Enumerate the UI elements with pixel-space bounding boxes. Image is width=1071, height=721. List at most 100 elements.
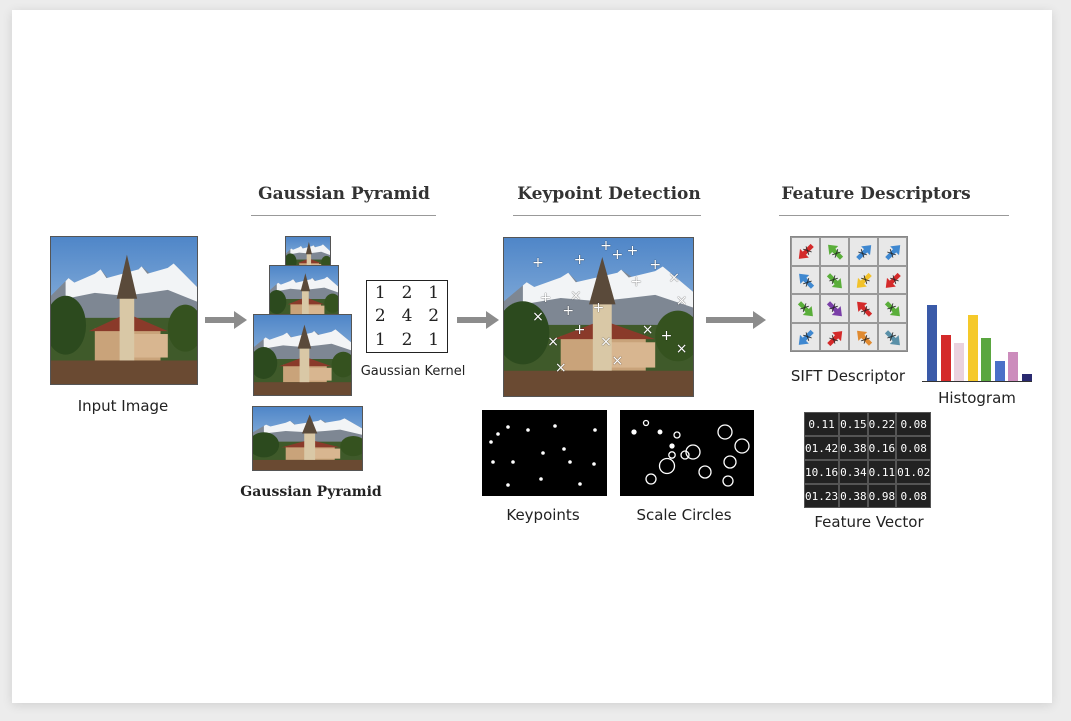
keypoint-dot xyxy=(541,451,545,455)
scale-circles-map xyxy=(620,410,754,496)
pyramid-section-title: Gaussian Pyramid xyxy=(258,184,430,204)
keypoints-label: Keypoints xyxy=(506,506,580,524)
histogram-bar xyxy=(1021,373,1032,381)
feature-vector-cell: 0.11 xyxy=(867,460,897,484)
gradient-arrow-icon xyxy=(885,272,901,288)
feature-vector-cell: 01.23 xyxy=(804,484,840,508)
histogram-bar xyxy=(967,315,978,381)
sift-cell xyxy=(820,237,849,266)
keypoint-marker-icon: × xyxy=(675,340,688,357)
scale-circle xyxy=(680,450,690,460)
keypoint-marker-icon: × xyxy=(611,353,624,370)
histogram-chart xyxy=(922,300,1032,382)
gradient-arrow-icon xyxy=(797,301,813,317)
histogram-bar xyxy=(954,343,964,381)
keypoint-dot xyxy=(568,460,572,464)
sift-cell xyxy=(791,237,820,266)
kernel-cell: 2 xyxy=(401,282,413,303)
keypoint-marker-icon: + xyxy=(539,290,552,307)
kernel-cell: 2 xyxy=(374,306,386,327)
keypoint-marker-icon: + xyxy=(660,327,673,344)
scale-circle xyxy=(631,429,637,435)
keypoint-dot xyxy=(562,447,566,451)
flow-arrow-icon xyxy=(457,311,499,329)
church-landscape-photo xyxy=(51,237,197,384)
gradient-arrow-icon xyxy=(826,301,842,317)
scale-circle xyxy=(669,443,675,449)
church-landscape-photo xyxy=(504,238,693,396)
kernel-cell: 2 xyxy=(401,330,413,351)
keypoint-marker-icon: + xyxy=(649,256,662,273)
input-image xyxy=(50,236,198,385)
feature-vector-cell: 01.02 xyxy=(896,460,932,484)
feature-vector-cell: 0.34 xyxy=(839,460,868,484)
gaussian-pyramid-label: Gaussian Pyramid xyxy=(240,484,382,500)
scale-circle xyxy=(698,465,712,479)
keypoint-marker-icon: × xyxy=(641,321,654,338)
histogram-label: Histogram xyxy=(938,389,1016,407)
keypoint-dot xyxy=(553,424,557,428)
feature-vector-cell: 0.08 xyxy=(896,436,932,460)
scale-circle xyxy=(645,473,657,485)
keypoint-dot xyxy=(491,460,495,464)
keypoints-map xyxy=(482,410,607,496)
scale-circle xyxy=(657,429,663,435)
feature-vector-cell: 0.11 xyxy=(804,412,840,436)
feature-vector-cell: 0.15 xyxy=(839,412,868,436)
feature-vector-cell: 0.38 xyxy=(839,484,868,508)
keypoint-dot xyxy=(539,477,543,481)
histogram-bar xyxy=(927,305,937,381)
keypoint-marker-icon: × xyxy=(600,334,612,351)
sift-cell xyxy=(820,265,849,294)
scale-circle xyxy=(685,444,701,460)
keypoint-dot xyxy=(511,460,515,464)
scale-circle xyxy=(723,455,737,469)
keypoint-marker-icon: + xyxy=(562,302,575,319)
keypoint-section-title: Keypoint Detection xyxy=(517,184,701,204)
sift-cell xyxy=(878,265,907,294)
keypoint-dot xyxy=(506,483,510,487)
sift-cell xyxy=(878,294,907,323)
kernel-cell: 1 xyxy=(428,330,440,351)
sift-cell xyxy=(791,294,820,323)
scale-circle xyxy=(658,457,676,475)
gradient-arrow-icon xyxy=(856,272,872,288)
divider xyxy=(513,215,701,216)
sift-cell xyxy=(878,322,907,351)
keypoint-marker-icon: + xyxy=(630,274,643,291)
input-image-label: Input Image xyxy=(77,397,169,415)
keypoint-marker-icon: + xyxy=(573,252,586,269)
scale-circle xyxy=(642,419,650,427)
sift-cell xyxy=(791,265,820,294)
keypoint-dot xyxy=(496,432,500,436)
keypoint-dot xyxy=(592,462,596,466)
kernel-cell: 2 xyxy=(428,306,440,327)
keypoint-marker-icon: × xyxy=(547,334,559,351)
sift-descriptor-grid xyxy=(790,236,908,352)
pyramid-level-1 xyxy=(253,314,352,396)
keypoint-dot xyxy=(526,428,530,432)
feature-vector-cell: 0.08 xyxy=(896,484,932,508)
scale-circle xyxy=(722,475,734,487)
histogram-bar xyxy=(994,361,1005,381)
gradient-arrow-icon xyxy=(798,243,814,259)
gradient-arrow-icon xyxy=(826,272,842,288)
scale-circle xyxy=(717,424,733,440)
feature-vector-cell: 0.98 xyxy=(867,484,897,508)
scale-circles-label: Scale Circles xyxy=(636,506,732,524)
keypoint-dot xyxy=(489,440,493,444)
feature-vector-label: Feature Vector xyxy=(814,513,924,531)
keypoint-marker-icon: × xyxy=(569,288,582,305)
feature-vector-cell: 0.08 xyxy=(896,412,932,436)
gradient-arrow-icon xyxy=(884,329,900,345)
sift-cell xyxy=(820,294,849,323)
gradient-arrow-icon xyxy=(856,245,872,261)
gradient-arrow-icon xyxy=(799,273,815,289)
keypoint-marker-icon: + xyxy=(573,321,586,338)
scale-circle xyxy=(673,431,681,439)
keypoint-marker-icon: + xyxy=(532,255,544,272)
sift-cell xyxy=(849,237,878,266)
gradient-arrow-icon xyxy=(828,244,844,260)
